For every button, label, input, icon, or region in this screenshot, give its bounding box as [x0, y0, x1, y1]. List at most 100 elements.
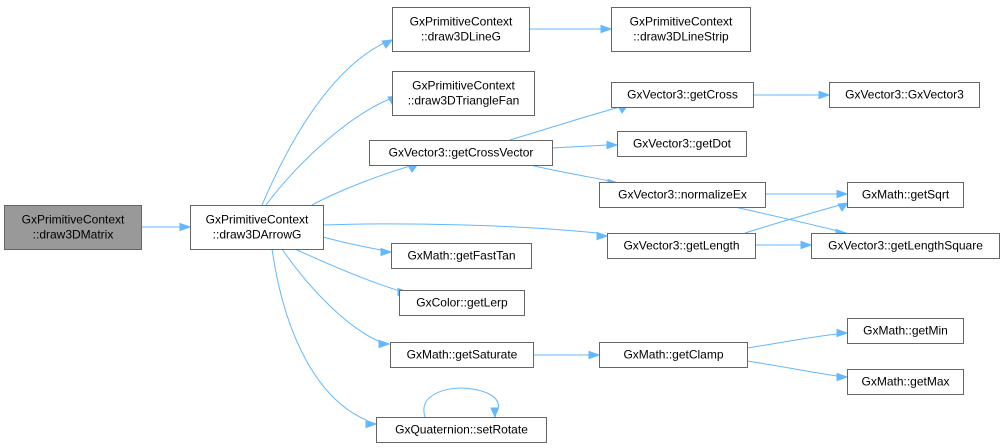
node-box [811, 233, 1000, 259]
edge-line [744, 204, 841, 234]
node-box [390, 342, 534, 368]
node-gxvector3-getlength[interactable]: GxVector3::getLength [607, 233, 756, 259]
node-gxprimitivecontext-draw3dtrianglefan[interactable]: GxPrimitiveContext::draw3DTriangleFan [392, 71, 535, 116]
node-box [847, 369, 964, 395]
edge-line [746, 333, 838, 349]
arrowhead-icon [818, 90, 831, 100]
arrowhead-icon [179, 222, 192, 232]
node-label: ::draw3DTriangleFan [408, 94, 520, 108]
edge-n1-n13 [322, 236, 393, 257]
edge-line [271, 248, 367, 421]
arrowhead-icon [606, 140, 619, 150]
edge-n1-n15 [281, 248, 391, 349]
node-gxvector3-getdot[interactable]: GxVector3::getDot [617, 131, 747, 157]
node-gxvector3-gxvector3[interactable]: GxVector3::GxVector3 [829, 82, 980, 108]
node-gxmath-getmin[interactable]: GxMath::getMin [847, 318, 964, 344]
arrowhead-icon [588, 350, 601, 360]
node-label: GxQuaternion::setRotate [395, 423, 528, 437]
arrowhead-icon [836, 189, 849, 199]
node-label: GxVector3::getCross [627, 88, 738, 102]
node-gxvector3-getcrossvector[interactable]: GxVector3::getCrossVector [369, 140, 553, 166]
nodes-layer: GxPrimitiveContext::draw3DMatrixGxPrimit… [4, 7, 1000, 443]
edge-n12-n11 [755, 240, 813, 250]
edge-line [322, 223, 598, 234]
edge-n1-n5 [311, 163, 420, 206]
node-label: GxPrimitiveContext [630, 15, 733, 29]
arrowhead-icon [837, 202, 850, 212]
node-label: GxVector3::getLengthSquare [828, 239, 983, 253]
edge-line [746, 360, 838, 377]
edge-n6-n7 [753, 90, 831, 100]
edge-n0-n1 [141, 222, 192, 232]
node-label: GxMath::getSaturate [407, 348, 518, 362]
node-gxprimitivecontext-draw3darrowg[interactable]: GxPrimitiveContext::draw3DArrowG [190, 205, 324, 250]
node-label: ::draw3DArrowG [213, 228, 302, 242]
node-label: GxVector3::getDot [633, 137, 732, 151]
node-gxprimitivecontext-draw3dmatrix: GxPrimitiveContext::draw3DMatrix [4, 205, 142, 250]
edge-n5-n8 [551, 140, 619, 150]
node-label: GxVector3::getCrossVector [389, 146, 534, 160]
node-gxvector3-getcross[interactable]: GxVector3::getCross [611, 82, 754, 108]
node-gxcolor-getlerp[interactable]: GxColor::getLerp [399, 290, 525, 316]
arrowhead-icon [365, 419, 378, 429]
node-label: GxPrimitiveContext [206, 213, 309, 227]
node-label: GxPrimitiveContext [412, 79, 515, 93]
edge-line [529, 164, 611, 182]
arrowhead-icon [800, 240, 813, 250]
node-box [392, 71, 535, 116]
node-label: GxColor::getLerp [416, 296, 508, 310]
node-label: ::draw3DLineG [421, 30, 501, 44]
node-label: GxPrimitiveContext [22, 213, 125, 227]
node-label: GxMath::getClamp [623, 348, 723, 362]
arrowhead-icon [600, 24, 613, 34]
edge-line [423, 387, 499, 418]
node-gxprimitivecontext-draw3dlineg[interactable]: GxPrimitiveContext::draw3DLineG [392, 7, 530, 52]
node-gxvector3-normalizeex[interactable]: GxVector3::normalizeEx [599, 182, 766, 208]
node-gxquaternion-setrotate[interactable]: GxQuaternion::setRotate [376, 417, 547, 443]
node-gxmath-getfasttan[interactable]: GxMath::getFastTan [391, 243, 532, 269]
node-label: GxMath::getMax [861, 375, 949, 389]
node-label: GxVector3::getLength [623, 239, 739, 253]
arrowhead-icon [378, 339, 391, 349]
edge-n19-n19 [423, 387, 499, 419]
edge-n15-n16 [533, 350, 601, 360]
node-box [392, 7, 530, 52]
edge-line [734, 206, 839, 232]
node-box [190, 205, 324, 250]
node-label: ::draw3DLineStrip [633, 30, 729, 44]
node-box [4, 205, 142, 250]
edge-n16-n17 [746, 328, 849, 349]
node-box [376, 417, 547, 443]
edge-n9-n10 [765, 189, 849, 199]
node-gxmath-getsaturate[interactable]: GxMath::getSaturate [390, 342, 534, 368]
node-box [611, 82, 754, 108]
node-gxvector3-getlengthsquare[interactable]: GxVector3::getLengthSquare [811, 233, 1000, 259]
node-box [399, 290, 525, 316]
node-label: ::draw3DMatrix [33, 228, 114, 242]
arrowhead-icon [381, 39, 394, 49]
node-label: GxVector3::GxVector3 [845, 88, 964, 102]
edge-line [294, 248, 401, 292]
node-gxmath-getsqrt[interactable]: GxMath::getSqrt [847, 182, 964, 208]
node-gxmath-getmax[interactable]: GxMath::getMax [847, 369, 964, 395]
node-box [607, 233, 756, 259]
node-gxmath-getclamp[interactable]: GxMath::getClamp [599, 342, 748, 368]
edge-n2-n3 [529, 24, 613, 34]
node-box [617, 131, 747, 157]
edge-line [322, 236, 382, 251]
edge-line [551, 144, 608, 149]
edge-n1-n19 [271, 248, 378, 429]
arrowhead-icon [380, 247, 393, 257]
node-box [847, 182, 964, 208]
node-label: GxMath::getSqrt [862, 188, 950, 202]
node-box [829, 82, 980, 108]
node-label: GxMath::getFastTan [407, 249, 515, 263]
arrowhead-icon [836, 372, 849, 382]
edge-n16-n18 [746, 360, 849, 382]
edge-line [261, 42, 385, 206]
node-gxprimitivecontext-draw3dlinestrip[interactable]: GxPrimitiveContext::draw3DLineStrip [611, 7, 751, 52]
edge-n1-n12 [322, 223, 609, 241]
edge-n9-n11 [734, 206, 848, 238]
node-box [847, 318, 964, 344]
